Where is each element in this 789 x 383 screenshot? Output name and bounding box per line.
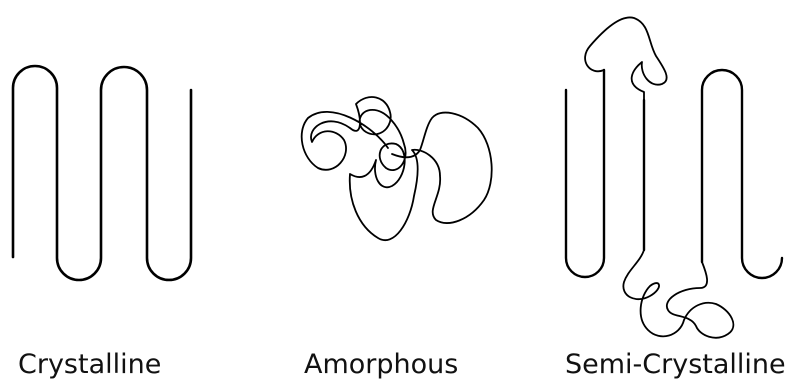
amorphous-coil-figure [302, 97, 492, 240]
semi-crystalline-fold-left [566, 70, 604, 277]
amorphous-label: Amorphous [304, 346, 494, 383]
crystalline-chain-figure [13, 66, 191, 280]
semi-crystalline-label: Semi-Crystalline [565, 346, 789, 383]
semi-crystalline-fold-right [702, 70, 782, 278]
semi-crystalline-figure [566, 17, 782, 337]
crystalline-label: Crystalline [18, 346, 208, 383]
semi-crystalline-loop-bottom [623, 250, 733, 338]
crystalline-chain [13, 66, 191, 280]
semi-crystalline-loop-top [585, 17, 667, 100]
amorphous-coil [302, 97, 492, 240]
